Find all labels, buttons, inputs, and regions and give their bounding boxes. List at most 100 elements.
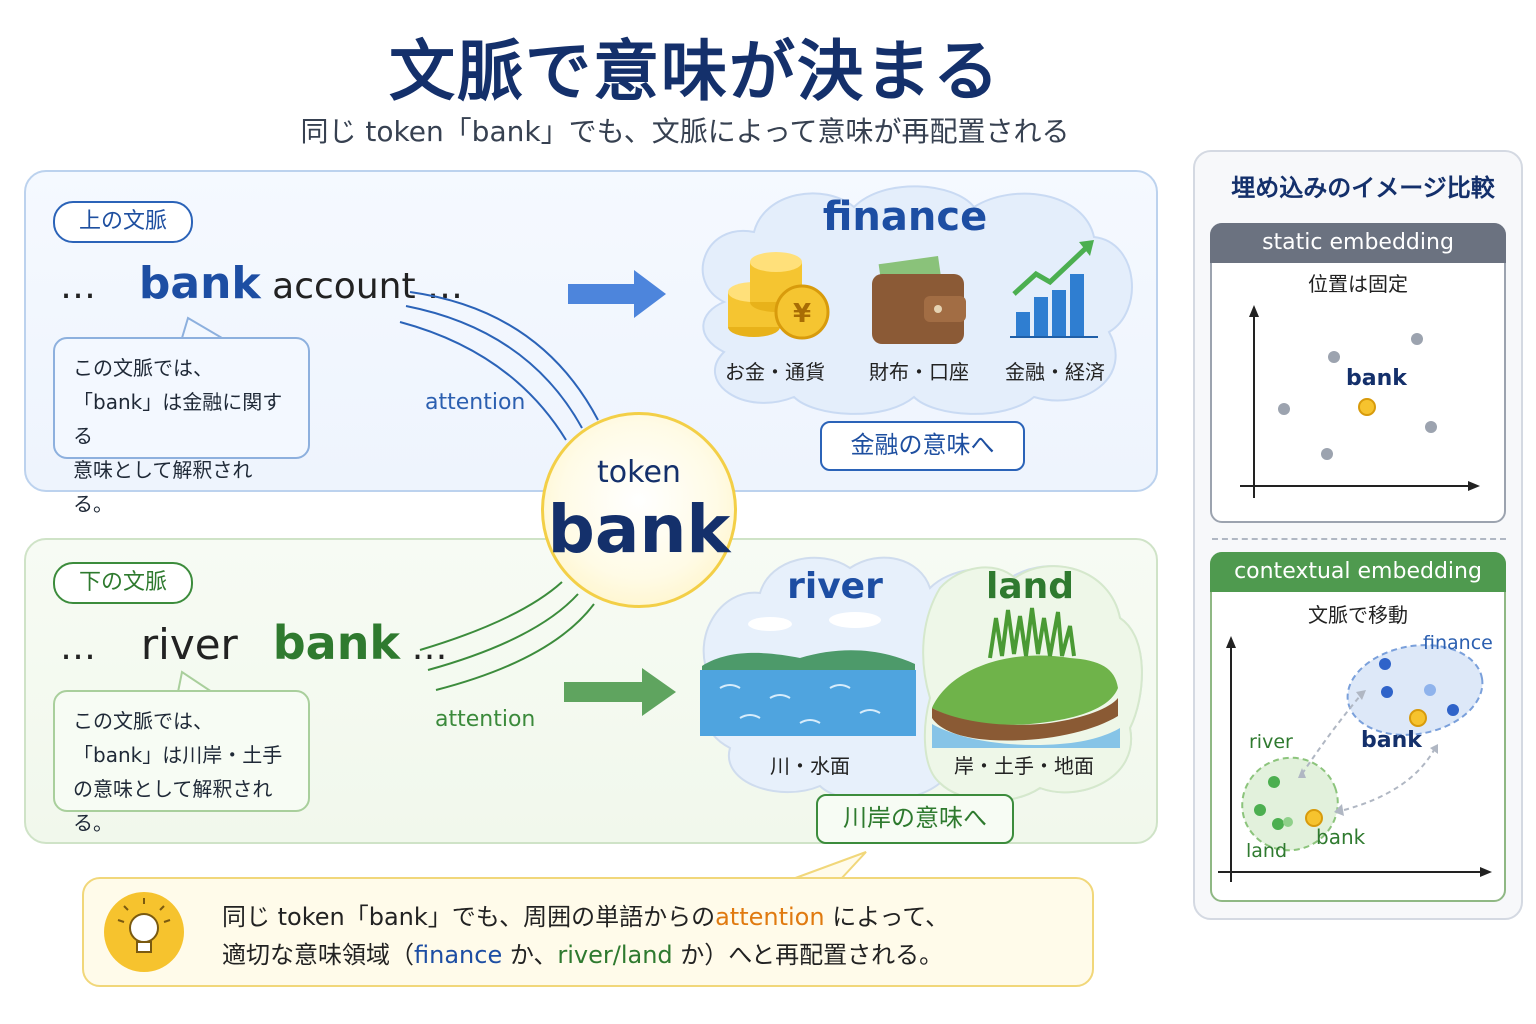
side-panel-title: 埋め込みのイメージ比較: [1231, 174, 1495, 202]
attention-arc-top-1: [409, 291, 599, 421]
ctx-land-label: land: [1246, 840, 1288, 862]
static-point: [1321, 448, 1333, 460]
note-text-part: 適切な意味領域（: [222, 941, 414, 969]
finance-item-economy: 金融・経済: [1005, 360, 1105, 384]
bubble-tail-top: [180, 316, 226, 339]
explanation-line: 「bank」は川岸・土手: [73, 743, 283, 767]
panel-divider: [1212, 538, 1506, 540]
land-cloud-title: land: [985, 566, 1075, 607]
token-label: token: [597, 455, 681, 490]
attention-arc-top-3: [399, 321, 567, 441]
note-highlight-attention: attention: [715, 903, 825, 931]
finance-result-tag: 金融の意味へ: [820, 421, 1025, 471]
ctx-finance-label: finance: [1423, 632, 1493, 654]
coins-icon: ¥: [728, 252, 830, 340]
token-bank-circle: token bank: [541, 412, 737, 608]
contextual-embedding-plot: [1218, 636, 1492, 882]
summary-note: [82, 877, 1094, 987]
ctx-bank-upper-label: bank: [1361, 728, 1422, 753]
page-title: 文脈で意味が決まる: [389, 33, 1001, 110]
static-point: [1425, 421, 1437, 433]
note-pointer: [789, 851, 867, 881]
summary-note-text: 同じ token「bank」でも、周囲の単語からのattention によって、…: [222, 898, 949, 974]
finance-cloud-title: finance: [822, 194, 988, 240]
static-bank-point: [1358, 398, 1376, 416]
finance-bank-point: [1409, 709, 1427, 727]
sentence-word-river: river: [140, 620, 238, 669]
note-text-part: 同じ token「bank」でも、周囲の単語からの: [222, 903, 716, 931]
note-highlight-finance: finance: [414, 941, 503, 969]
attention-arc-bottom-3: [435, 603, 595, 691]
sentence-keyword-bank: bank: [138, 258, 261, 309]
river-caption: 川・水面: [770, 754, 850, 778]
sentence-prefix: …: [60, 627, 96, 668]
sentence-suffix: …: [411, 627, 448, 668]
note-highlight-riverland: river/land: [557, 941, 673, 969]
contextual-embedding-header: contextual embedding: [1210, 552, 1506, 592]
explanation-line: この文脈では、: [73, 709, 213, 733]
contextual-embedding-card: [1210, 552, 1506, 902]
static-embedding-subtitle: 位置は固定: [1308, 272, 1408, 296]
static-point: [1411, 333, 1423, 345]
sentence-prefix: …: [60, 266, 96, 307]
river-land-cloud: [700, 556, 1143, 803]
movement-arrow-2: [1343, 749, 1435, 811]
arrow-bottom: [564, 668, 676, 716]
top-context-badge: 上の文脈: [53, 201, 193, 243]
riverland-bank-point: [1305, 809, 1323, 827]
note-text-part: によって、: [824, 903, 950, 931]
svg-text:¥: ¥: [793, 299, 811, 329]
riverland-point: [1272, 818, 1284, 830]
riverland-point: [1268, 776, 1280, 788]
sentence-suffix: account …: [272, 266, 464, 307]
attention-arc-top-2: [405, 305, 583, 429]
token-word: bank: [547, 491, 731, 568]
riverbank-result-tag: 川岸の意味へ: [816, 794, 1014, 844]
finance-point: [1379, 658, 1391, 670]
contextual-embedding-subtitle: 文脈で移動: [1308, 603, 1408, 627]
static-embedding-plot: [1240, 305, 1480, 498]
finance-cloud: ¥: [701, 185, 1133, 415]
land-caption: 岸・土手・地面: [954, 754, 1094, 778]
river-cloud-title: river: [787, 566, 883, 607]
note-text-part: か、: [502, 941, 558, 969]
page-subtitle: 同じ token「bank」でも、文脈によって意味が再配置される: [300, 115, 1070, 148]
static-point: [1278, 403, 1290, 415]
static-embedding-header: static embedding: [1210, 223, 1506, 263]
lightbulb-icon: [117, 898, 171, 953]
river-scene-icon: [700, 612, 916, 736]
attention-label-bottom: attention: [435, 707, 536, 732]
sentence-keyword-bank: bank: [272, 616, 401, 670]
static-point: [1328, 351, 1340, 363]
riverland-point: [1254, 804, 1266, 816]
arrow-top: [568, 270, 666, 318]
movement-arrow-1: [1301, 695, 1361, 775]
growth-chart-icon: [1010, 240, 1098, 338]
explanation-line: この文脈では、: [73, 356, 213, 380]
note-text-part: か）へと再配置される。: [672, 941, 944, 969]
attention-label-top: attention: [425, 390, 526, 415]
explanation-line: 意味として解釈される。: [73, 458, 253, 516]
attention-arc-bottom-1: [419, 581, 563, 651]
explanation-line: 「bank」は金融に関する: [73, 390, 283, 448]
bottom-sentence: … river bank …: [60, 616, 447, 670]
wallet-icon: [872, 255, 966, 344]
bottom-explanation-bubble: この文脈では、 「bank」は川岸・土手 の意味として解釈される。: [53, 690, 310, 835]
top-sentence: … bank account …: [60, 258, 463, 309]
finance-item-money: お金・通貨: [725, 360, 825, 384]
bubble-tail-bottom: [176, 670, 216, 693]
top-explanation-bubble: この文脈では、 「bank」は金融に関する 意味として解釈される。: [53, 337, 310, 516]
bottom-context-badge: 下の文脈: [53, 562, 193, 604]
riverland-point: [1283, 817, 1293, 827]
ctx-bank-lower-label: bank: [1316, 825, 1366, 849]
land-scene-icon: [932, 607, 1120, 748]
riverland-cluster: [1241, 756, 1339, 852]
ctx-river-label: river: [1249, 731, 1293, 753]
finance-item-wallet: 財布・口座: [869, 360, 969, 384]
attention-arc-bottom-2: [427, 593, 579, 671]
explanation-line: の意味として解釈される。: [73, 777, 273, 835]
finance-point: [1381, 686, 1393, 698]
finance-point: [1424, 684, 1436, 696]
finance-point: [1447, 704, 1459, 716]
